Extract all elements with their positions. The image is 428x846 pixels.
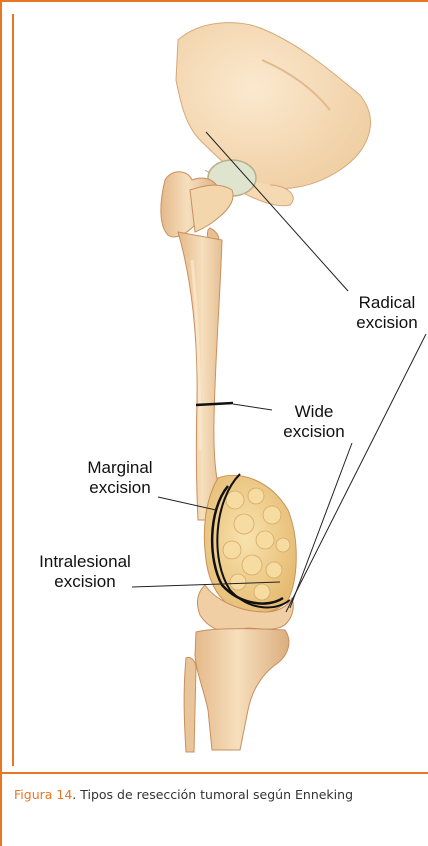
figure-number: Figura 14	[14, 787, 72, 802]
marginal-excision-label: Marginal excision	[70, 458, 170, 498]
radical-label-line2: excision	[342, 313, 428, 333]
wide-excision-label: Wide excision	[268, 402, 360, 442]
intralesional-label-line1: Intralesional	[30, 552, 140, 572]
femur-illustration	[0, 0, 428, 770]
pelvis	[176, 23, 370, 189]
figure-caption: Figura 14. Tipos de resección tumoral se…	[14, 786, 410, 803]
caption-separator	[0, 772, 428, 774]
radical-excision-label: Radical excision	[342, 293, 428, 333]
fibula	[184, 657, 196, 752]
intralesional-label-line2: excision	[30, 572, 140, 592]
intralesional-excision-label: Intralesional excision	[30, 552, 140, 592]
tibia	[195, 629, 289, 750]
wide-label-line2: excision	[268, 422, 360, 442]
marginal-label-line2: excision	[70, 478, 170, 498]
caption-text: . Tipos de resección tumoral según Ennek…	[72, 787, 353, 802]
radical-label-line1: Radical	[342, 293, 428, 313]
wide-label-line1: Wide	[268, 402, 360, 422]
marginal-label-line1: Marginal	[70, 458, 170, 478]
